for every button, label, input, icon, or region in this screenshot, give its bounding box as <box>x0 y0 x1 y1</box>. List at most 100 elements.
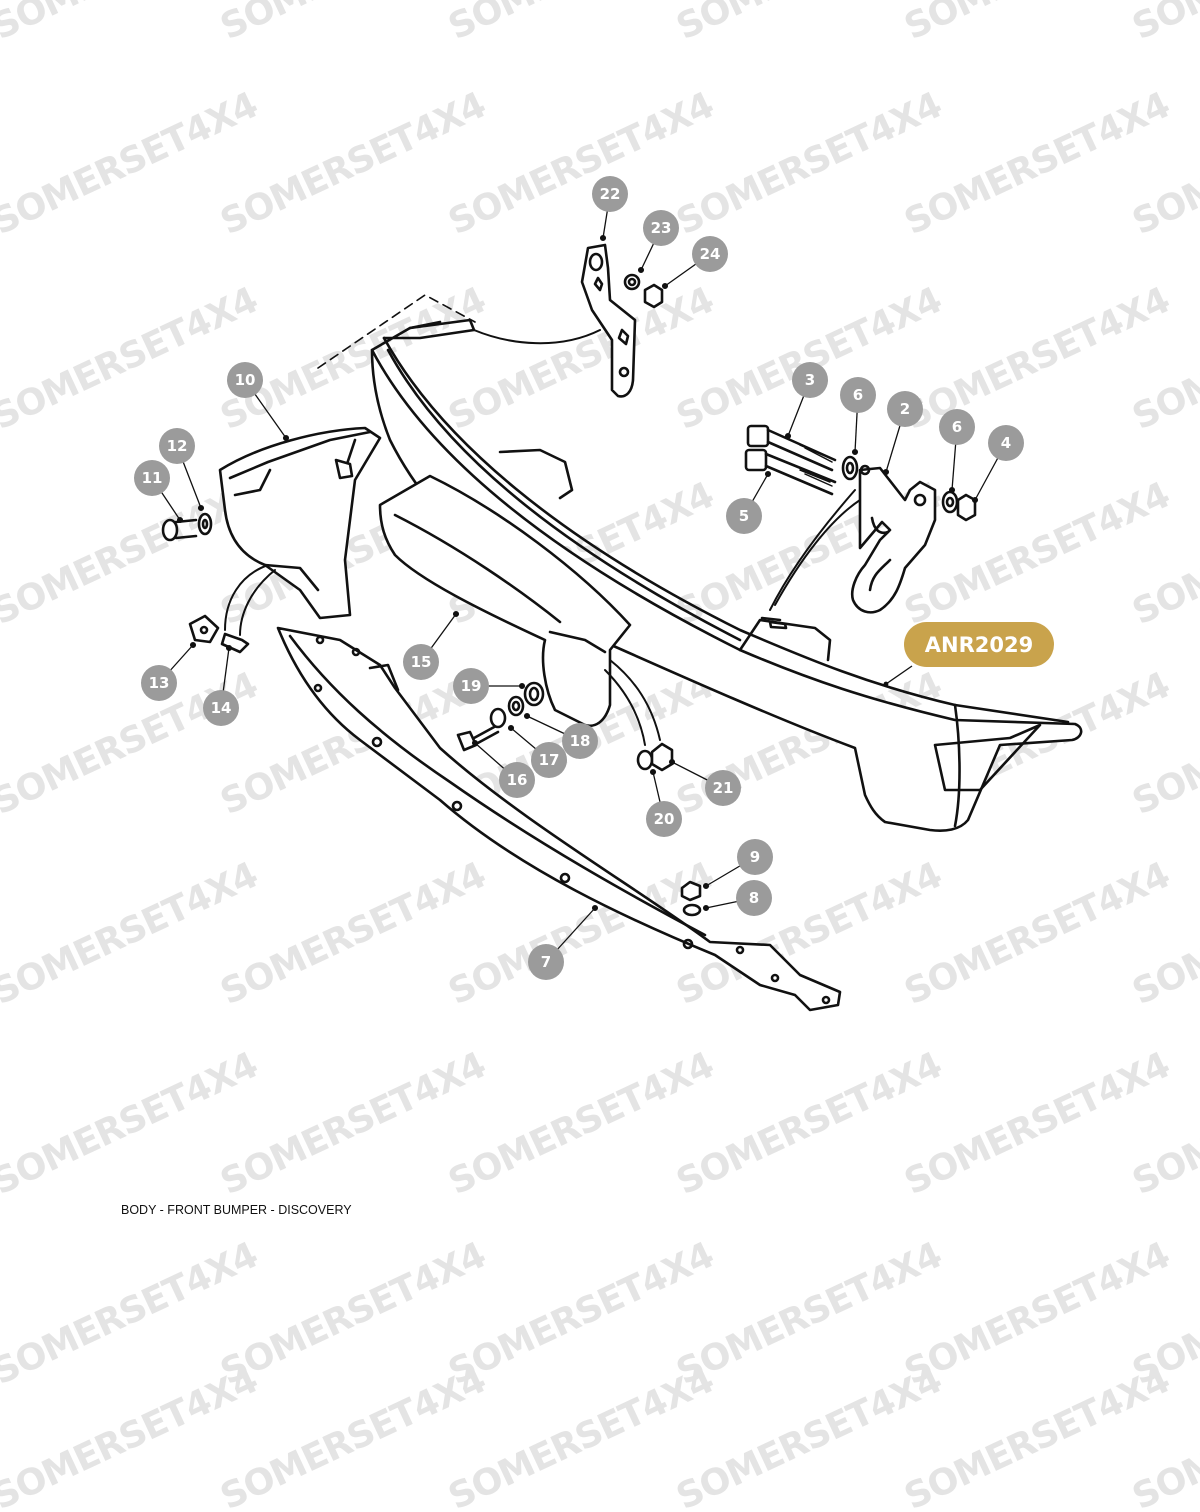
bumper-drawing <box>161 243 1083 1012</box>
assembly-part-number: ANR2029 <box>925 633 1033 657</box>
callout-19[interactable]: 19 <box>453 668 489 704</box>
callout-24[interactable]: 24 <box>692 236 728 272</box>
leader-dot <box>197 504 205 512</box>
callout-number: 17 <box>539 751 560 769</box>
leader-dot <box>661 282 669 290</box>
callout-5[interactable]: 5 <box>726 498 762 534</box>
callout-7[interactable]: 7 <box>528 944 564 980</box>
assembly-badge[interactable]: ANR2029 <box>883 622 1054 687</box>
callout-number: 6 <box>853 386 863 404</box>
callout-bubble <box>705 770 741 806</box>
callout-number: 15 <box>411 653 432 671</box>
fasteners-11-12 <box>161 512 213 542</box>
callout-bubble <box>403 644 439 680</box>
callout-4[interactable]: 4 <box>988 425 1024 461</box>
callout-15[interactable]: 15 <box>403 644 439 680</box>
callout-bubble <box>528 944 564 980</box>
callout-bubble <box>726 498 762 534</box>
callout-6[interactable]: 6 <box>939 409 975 445</box>
callout-number: 14 <box>211 699 232 717</box>
callout-10[interactable]: 10 <box>227 362 263 398</box>
callout-8[interactable]: 8 <box>736 880 772 916</box>
callout-number: 4 <box>1001 434 1011 452</box>
leader-dot <box>176 516 184 524</box>
leader-dot <box>599 234 607 242</box>
leader-dot <box>471 739 479 747</box>
callout-13[interactable]: 13 <box>141 665 177 701</box>
leader-dot <box>591 904 599 912</box>
callout-number: 12 <box>167 437 188 455</box>
leader-dot <box>784 432 792 440</box>
end-cap <box>218 426 382 620</box>
callout-number: 2 <box>900 400 910 418</box>
callout-number: 13 <box>149 674 170 692</box>
callout-bubble <box>737 839 773 875</box>
leader-dot <box>668 758 676 766</box>
callout-21[interactable]: 21 <box>705 770 741 806</box>
leader-dot <box>637 266 645 274</box>
leader-dot <box>851 448 859 456</box>
callout-16[interactable]: 16 <box>499 762 535 798</box>
callout-bubble <box>792 362 828 398</box>
callout-18[interactable]: 18 <box>562 723 598 759</box>
callout-bubble <box>227 362 263 398</box>
watermark-text: SOMERSET4X4 <box>1126 0 1200 48</box>
callout-number: 11 <box>142 469 163 487</box>
leader-dot <box>948 486 956 494</box>
callout-6[interactable]: 6 <box>840 377 876 413</box>
tow-bracket <box>850 464 937 614</box>
fasteners-8-9 <box>680 880 702 917</box>
connection-arc-lower-b <box>609 659 661 741</box>
callout-bubble <box>840 377 876 413</box>
connection-arc-lower-a <box>604 669 646 746</box>
callout-bubble <box>203 690 239 726</box>
front-spoiler <box>276 626 842 1012</box>
callout-2[interactable]: 2 <box>887 391 923 427</box>
leader-dot <box>282 434 290 442</box>
callout-number: 19 <box>461 677 482 695</box>
callout-11[interactable]: 11 <box>134 460 170 496</box>
callout-number: 22 <box>600 185 621 203</box>
callout-number: 7 <box>541 953 551 971</box>
diagram-caption: BODY - FRONT BUMPER - DISCOVERY <box>121 1203 352 1217</box>
leader-dot <box>452 610 460 618</box>
callout-12[interactable]: 12 <box>159 428 195 464</box>
callout-14[interactable]: 14 <box>203 690 239 726</box>
callout-number: 10 <box>235 371 256 389</box>
callout-bubble <box>692 236 728 272</box>
callout-number: 18 <box>570 732 591 750</box>
callout-bubble <box>643 210 679 246</box>
bumper-apron <box>378 474 632 727</box>
fasteners-13-14 <box>188 614 250 654</box>
leader-dot <box>882 468 890 476</box>
callout-bubble <box>592 176 628 212</box>
callout-bubble <box>141 665 177 701</box>
fasteners-16-21 <box>456 681 674 772</box>
leader-dot <box>702 904 710 912</box>
callout-bubble <box>499 762 535 798</box>
callout-bubble <box>134 460 170 496</box>
leader-dot <box>649 768 657 776</box>
callout-number: 23 <box>651 219 672 237</box>
callout-20[interactable]: 20 <box>646 801 682 837</box>
callout-number: 21 <box>713 779 734 797</box>
callout-bubble <box>646 801 682 837</box>
leader-dot <box>189 641 197 649</box>
callout-17[interactable]: 17 <box>531 742 567 778</box>
leader-dot <box>507 724 515 732</box>
callout-23[interactable]: 23 <box>643 210 679 246</box>
callout-number: 5 <box>739 507 749 525</box>
fasteners-4-6 <box>841 455 977 522</box>
leader-dot <box>702 882 710 890</box>
callout-9[interactable]: 9 <box>737 839 773 875</box>
connection-arc-cap-a <box>224 564 269 631</box>
callout-bubble <box>887 391 923 427</box>
callout-3[interactable]: 3 <box>792 362 828 398</box>
callout-22[interactable]: 22 <box>592 176 628 212</box>
callout-bubble <box>562 723 598 759</box>
callout-bubble <box>988 425 1024 461</box>
connection-arc-bracket-a <box>769 489 856 611</box>
